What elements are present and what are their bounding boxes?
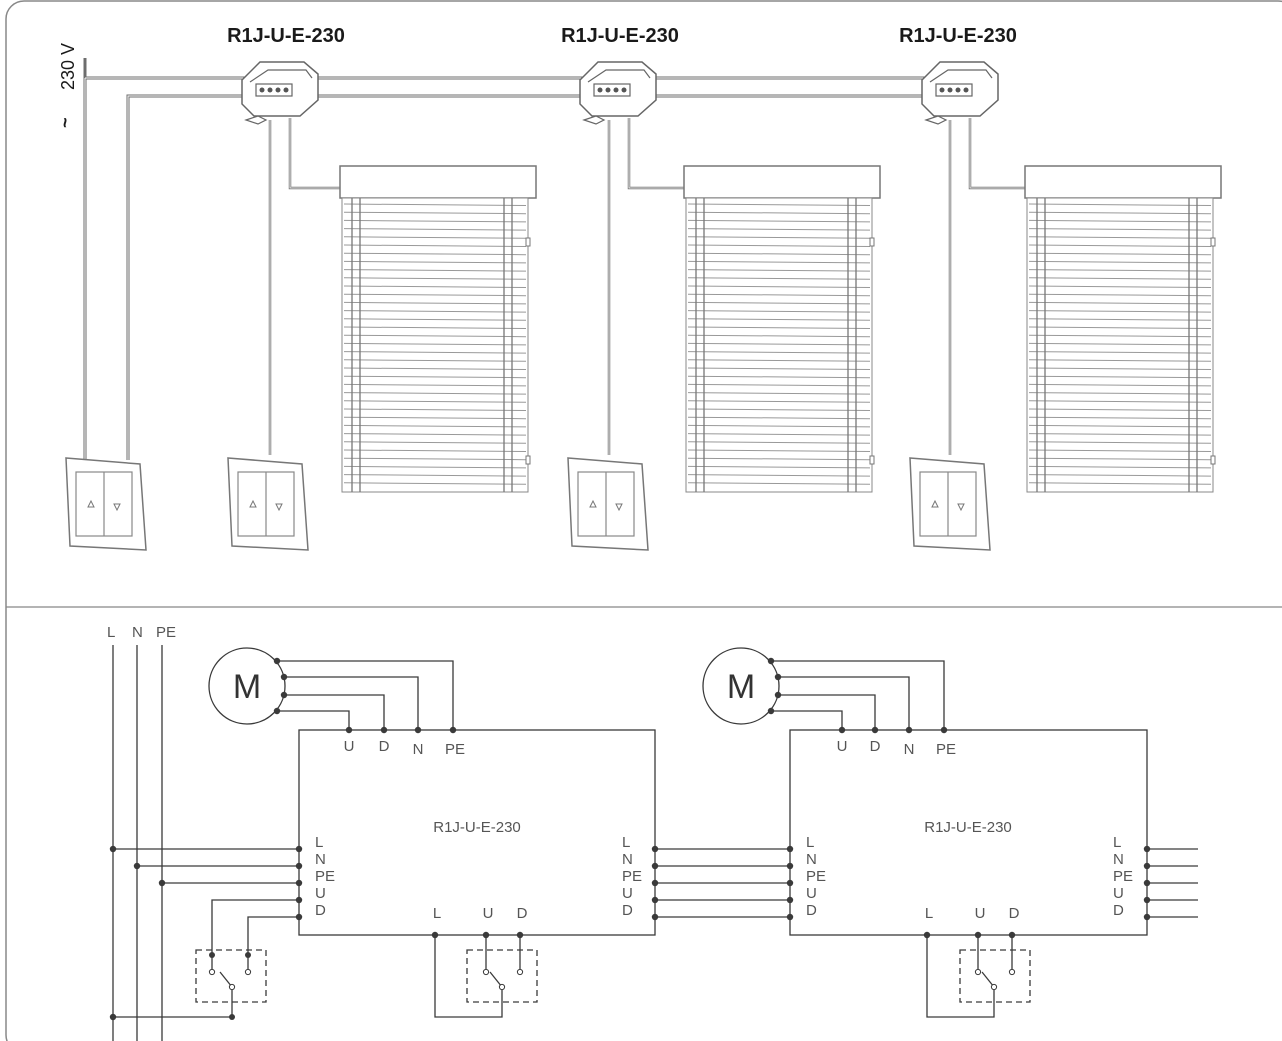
motor-1-label: M [233,668,261,706]
motor-1 [208,647,286,725]
m2-bottom-u: U [975,905,986,922]
m1-right-n: N [622,851,633,868]
m1-top-pe: PE [445,741,465,758]
module-1 [241,61,319,125]
m1-left-n: N [315,851,326,868]
device-title-3: R1J-U-E-230 [899,25,1017,47]
voltage-text: 230 V [58,43,78,90]
m2-top-pe: PE [936,741,956,758]
schematic-labels: M M R1J-U-E-230 R1J-U-E-230 U D N PE U D… [233,668,1133,922]
m2-left-u: U [806,885,817,902]
m1-top-u: U [344,738,355,755]
bus-label-n: N [132,624,143,641]
m2-top-n: N [904,741,915,758]
m2-right-l: L [1113,834,1121,851]
m1-left-l: L [315,834,323,851]
m2-bottom-l: L [925,905,933,922]
bus-label-l: L [107,624,115,641]
switch-1 [65,457,147,551]
m1-bottom-l: L [433,905,441,922]
switch-4 [909,457,991,551]
blind-1 [339,165,537,493]
module-3 [921,61,999,125]
m1-left-u: U [315,885,326,902]
m2-right-u: U [1113,885,1124,902]
module-box-2 [789,729,1148,936]
m1-right-u: U [622,885,633,902]
motor-2 [702,647,780,725]
switch-3 [567,457,649,551]
m1-right-pe: PE [622,868,642,885]
module-2-label: R1J-U-E-230 [924,819,1012,836]
device-title-1: R1J-U-E-230 [227,25,345,47]
switch-2 [227,457,309,551]
m1-bottom-u: U [483,905,494,922]
voltage-label: 230 V [58,43,78,90]
m2-right-pe: PE [1113,868,1133,885]
device-title-2: R1J-U-E-230 [561,25,679,47]
m1-right-d: D [622,902,633,919]
motor-2-label: M [727,668,755,706]
m2-left-d: D [806,902,817,919]
blind-2 [683,165,881,493]
module-box-1 [298,729,656,936]
module-1-label: R1J-U-E-230 [433,819,521,836]
m1-top-n: N [413,741,424,758]
installation-illustration: R1J-U-E-230 R1J-U-E-230 R1J-U-E-230 230 … [55,25,1222,551]
m2-left-n: N [806,851,817,868]
bus-label-pe: PE [156,624,176,641]
m1-top-d: D [379,738,390,755]
m1-left-d: D [315,902,326,919]
m2-top-d: D [870,738,881,755]
m1-right-l: L [622,834,630,851]
module-2 [579,61,657,125]
m2-left-l: L [806,834,814,851]
m2-right-d: D [1113,902,1124,919]
outer-frame [5,0,1282,1041]
m2-bottom-d: D [1009,905,1020,922]
m1-left-pe: PE [315,868,335,885]
m2-left-pe: PE [806,868,826,885]
m1-bottom-d: D [517,905,528,922]
blind-3 [1024,165,1222,493]
m2-top-u: U [837,738,848,755]
ac-symbol: ~ [55,117,75,128]
m2-right-n: N [1113,851,1124,868]
schematic: L N PE [107,624,1198,1041]
